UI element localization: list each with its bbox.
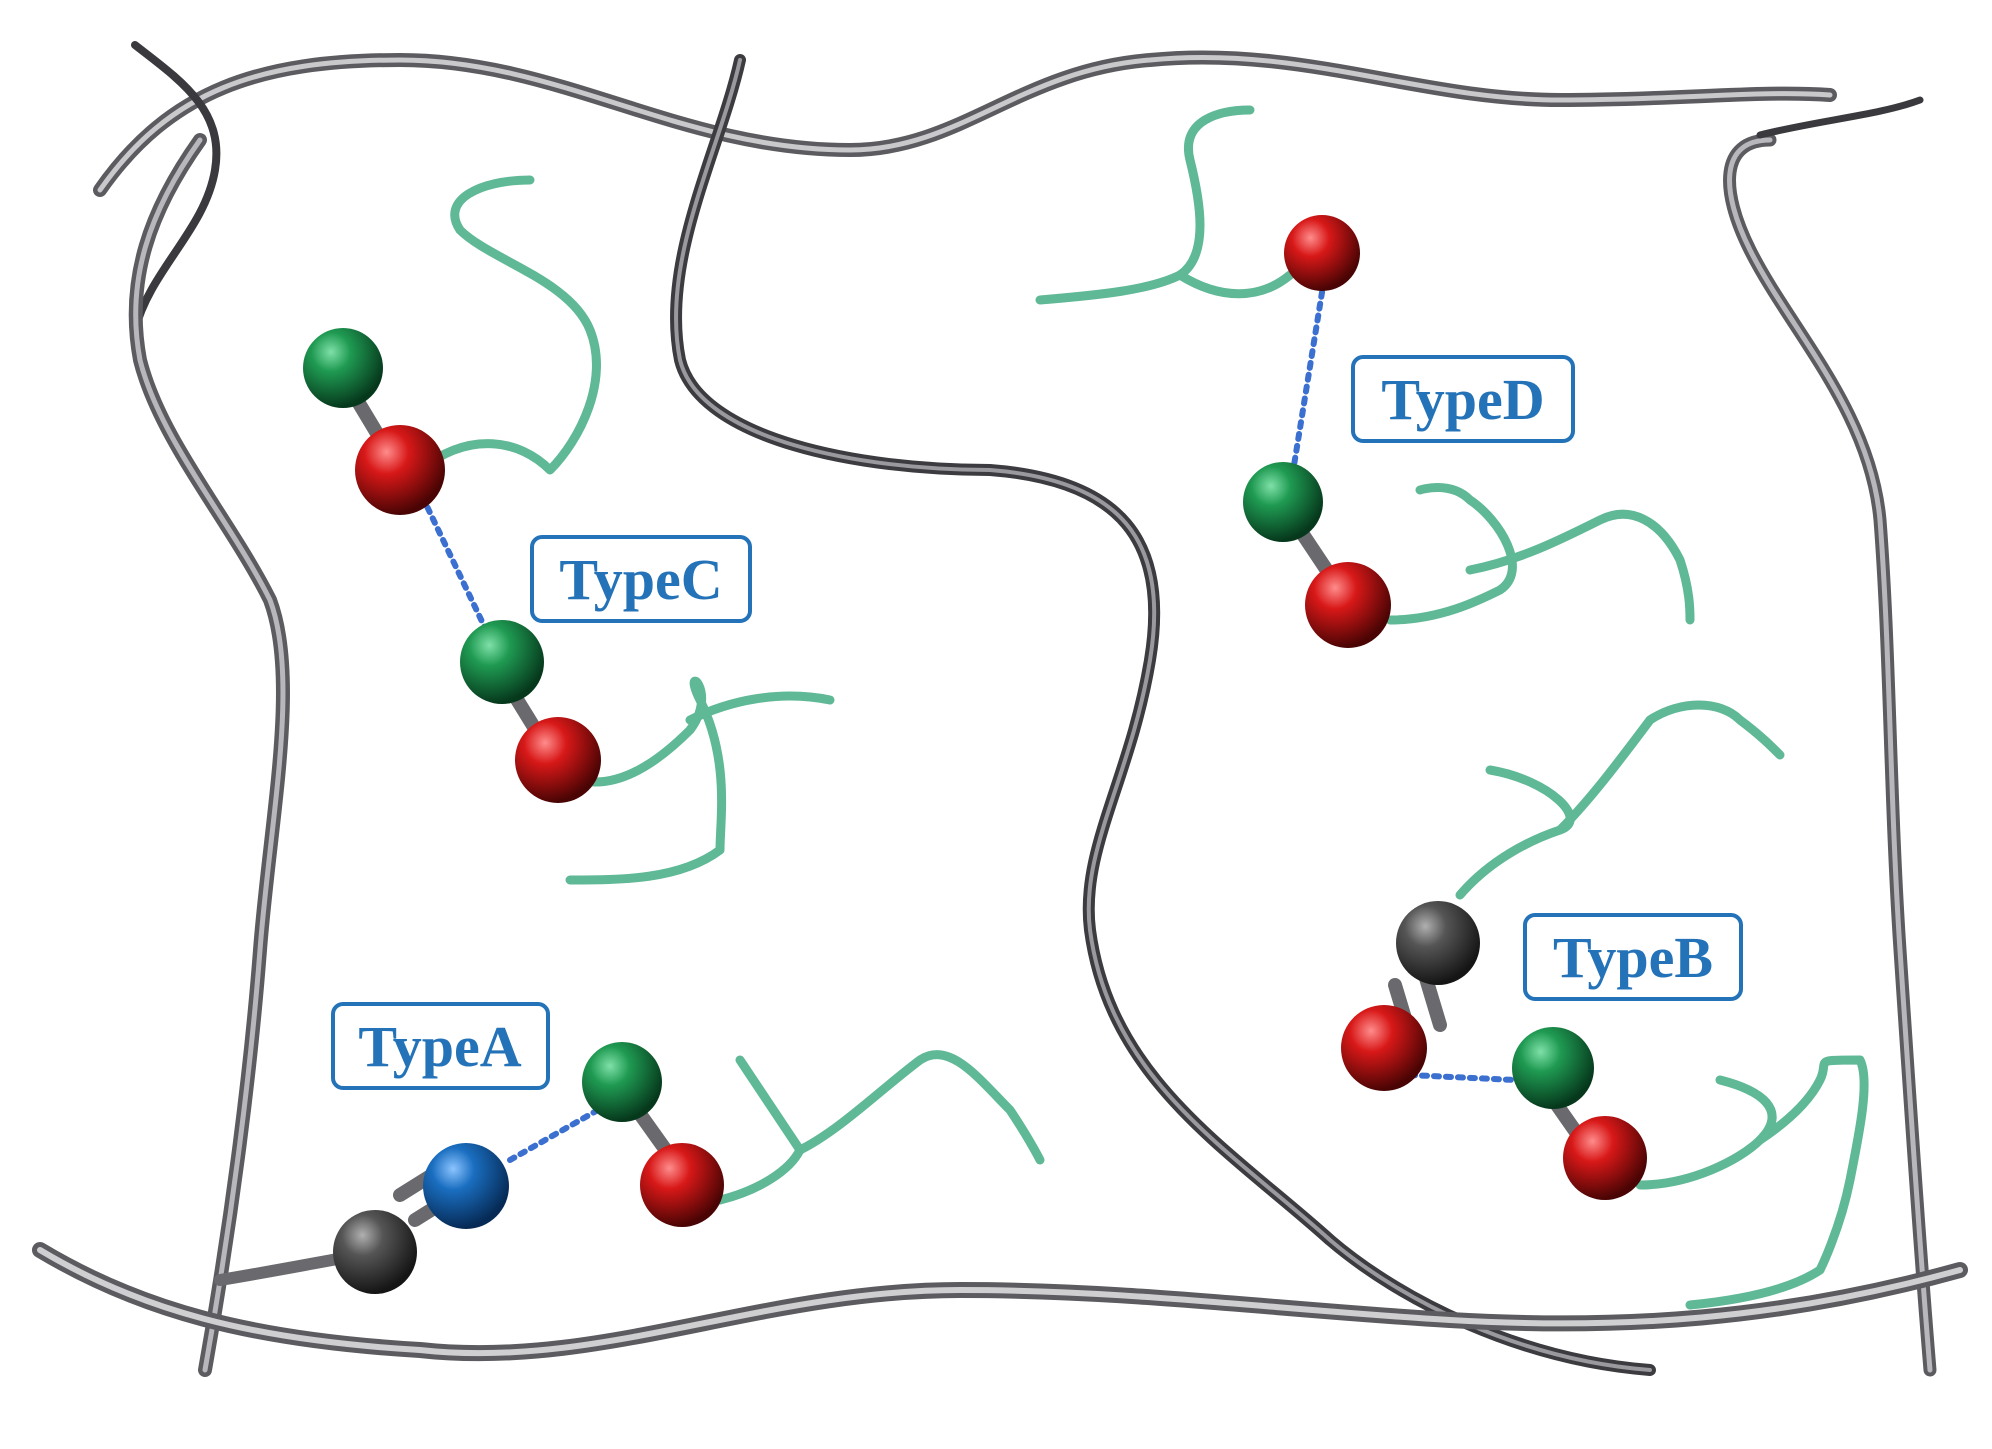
side-chain-d-upper [1035,105,1255,305]
backbone-strand-middle [670,54,1656,1376]
side-chain-c-lower [565,676,727,885]
atom-green-d1 [1243,462,1323,542]
atom-red-a [640,1143,724,1227]
atoms [303,215,1647,1294]
atom-blue-a [423,1143,509,1229]
hbond-type-b [1407,1072,1518,1083]
side-chain-b-upper [1455,765,1575,900]
covalent-bonds [338,373,1592,1227]
side-chain-c-upper [415,175,601,475]
type-d-label: TypeD [1351,355,1575,443]
atom-red-b1 [1341,1005,1427,1091]
type-c-label-text: TypeC [559,547,722,612]
hbond-type-a [507,1107,601,1163]
type-b-label: TypeB [1523,913,1743,1001]
side-chains [415,105,1869,1310]
type-a-label-text: TypeA [358,1014,521,1079]
polymer-backbone [32,41,1968,1377]
atom-gray-b [1396,901,1480,985]
atom-red-c1 [355,425,445,515]
hbond-type-d [1287,277,1327,493]
side-chain-d-lower [1385,483,1517,625]
backbone-strand-right [1723,133,1937,1377]
type-b-label-text: TypeB [1553,925,1713,990]
type-a-label: TypeA [331,1002,550,1090]
atom-green-c1 [303,328,383,408]
type-c-label: TypeC [530,535,752,623]
type-d-label-text: TypeD [1381,367,1544,432]
backbone-strand-left [128,133,290,1377]
atom-red-b2 [1563,1116,1647,1200]
atom-red-d2 [1305,562,1391,648]
atom-red-d1 [1284,215,1360,291]
atom-green-c2 [460,620,544,704]
side-chain-b-lower [1635,1075,1777,1190]
backbone-strand-top-left [131,41,221,334]
side-chain-a [715,1055,805,1205]
atom-green-b [1512,1027,1594,1109]
atom-green-a [582,1042,662,1122]
atom-gray-a [333,1210,417,1294]
atom-red-c2 [515,717,601,803]
